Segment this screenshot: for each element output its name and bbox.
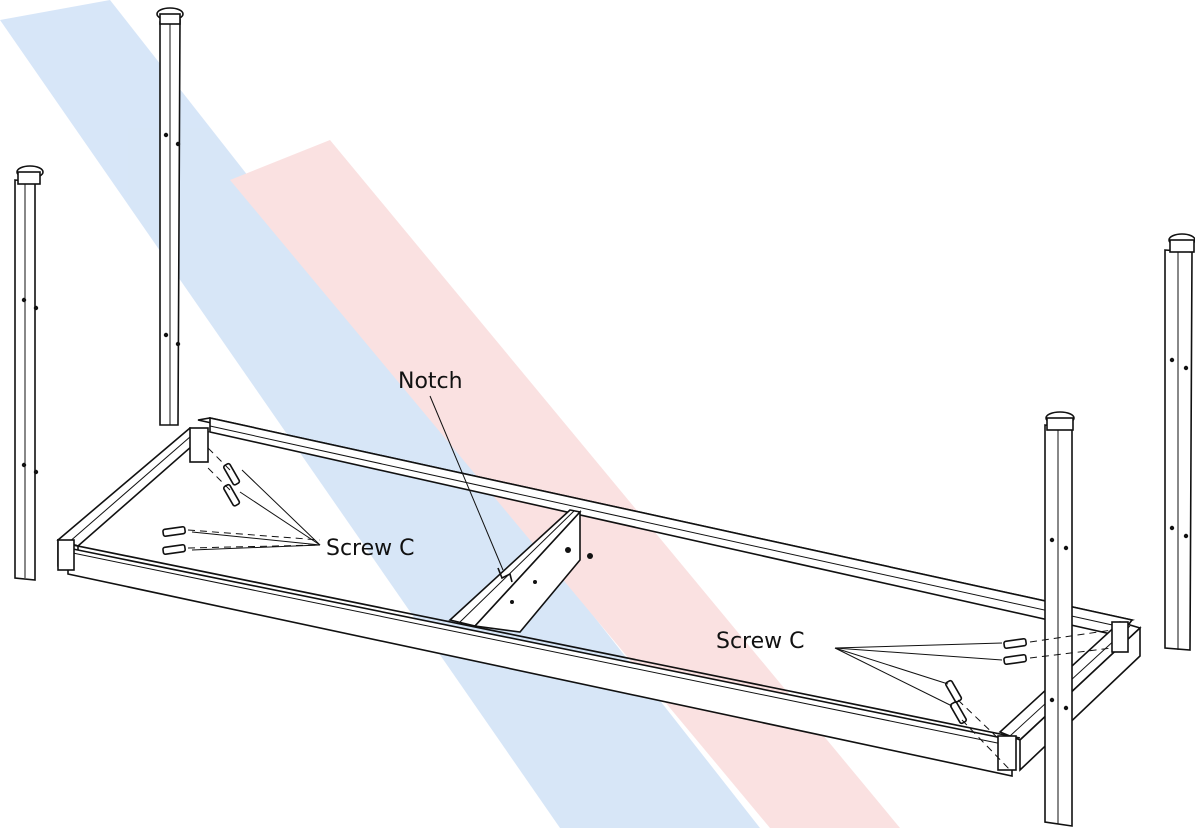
leg-front-right (1044, 411, 1075, 827)
corner-bracket-right (997, 621, 1129, 771)
front-rail (57, 541, 1021, 777)
brace-hole (533, 580, 537, 584)
center-brace (448, 509, 593, 633)
notch-label: Notch (398, 369, 463, 394)
screw-c (204, 464, 241, 507)
screw-c (1003, 629, 1113, 650)
screw-c (1003, 647, 1113, 666)
screw-c (204, 444, 241, 486)
screw-c-label-left: Screw C (326, 536, 415, 561)
screw-group-right (834, 629, 1113, 771)
corner-bracket-left (57, 427, 209, 571)
screw-c (944, 679, 1001, 741)
notch-cutout (497, 567, 513, 583)
screw-c-label-right: Screw C (716, 629, 805, 654)
screw-c (162, 525, 321, 541)
leg-back-right (1164, 233, 1195, 651)
screw-c (949, 701, 1011, 771)
brace-hole (565, 547, 571, 553)
leg-front-left (14, 165, 44, 581)
watermark (0, 0, 900, 828)
screw-group-left (162, 444, 321, 556)
notch-leader (429, 395, 504, 571)
brace-hole (510, 600, 514, 604)
leg-back-left (156, 7, 184, 426)
brace-hole (587, 553, 593, 559)
